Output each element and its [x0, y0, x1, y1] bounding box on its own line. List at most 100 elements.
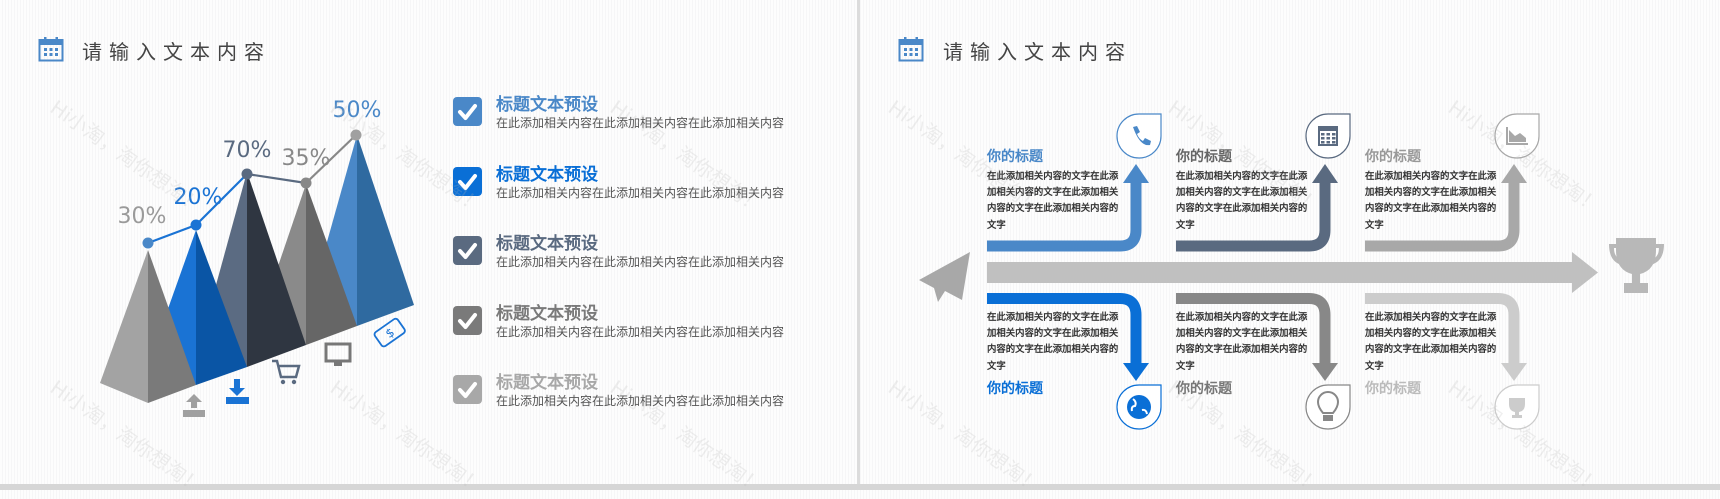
- arrow-head: [1123, 363, 1149, 381]
- text-line: 文字: [987, 360, 1006, 372]
- arrow-head: [1501, 363, 1527, 381]
- lightbulb-icon: [1316, 391, 1340, 421]
- lower-branch-arrow: [1176, 293, 1331, 364]
- trend-dot: [241, 168, 253, 180]
- branch-title: 你的标题: [1365, 381, 1421, 397]
- text-line: 加相关内容的文字在此添加相关: [1365, 328, 1497, 340]
- panel-divider: [857, 0, 860, 490]
- phone-icon: [1133, 126, 1151, 146]
- text-line: 文字: [987, 219, 1006, 231]
- bottom-bar: [0, 484, 1720, 490]
- text-line: 在此添加相关内容的文字在此添: [1365, 171, 1497, 182]
- main-arrow-shaft: [987, 262, 1574, 283]
- text-line: 加相关内容的文字在此添加相关: [987, 328, 1119, 340]
- trophy-icon: [1509, 398, 1525, 418]
- lower-branch-arrow: [1365, 293, 1520, 364]
- percent-label: 50%: [332, 98, 382, 123]
- upper-branch-arrow: [987, 182, 1142, 252]
- branch-text: 在此添加相关内容的文字在此添加相关内容的文字在此添加相关内容的文字在此添加相关内…: [1176, 310, 1307, 375]
- icon-badge: [1116, 384, 1162, 430]
- list-item-desc: 在此添加相关内容在此添加相关内容在此添加相关内容: [496, 255, 785, 269]
- main-arrow-head: [1572, 252, 1598, 293]
- list-item-title: 标题文本预设: [496, 234, 598, 254]
- text-line: 在此添加相关内容的文字在此添: [1365, 312, 1497, 323]
- calendar-icon: [898, 36, 924, 66]
- branch-title: 你的标题: [1365, 149, 1421, 165]
- icon-badge: [1116, 113, 1162, 159]
- icon-badge: [1305, 384, 1351, 430]
- page-title: 请输入文本内容: [82, 40, 271, 64]
- trend-dot: [300, 177, 312, 189]
- icon-badge: [1305, 113, 1351, 159]
- list-item-title: 标题文本预设: [496, 303, 598, 324]
- calendar-icon: [1318, 126, 1338, 146]
- lower-branch-arrow: [987, 293, 1142, 364]
- checkbox[interactable]: [453, 236, 482, 265]
- text-line: 文字: [1176, 360, 1195, 372]
- list-item-title: 标题文本预设: [496, 164, 598, 185]
- list-item-desc: 在此添加相关内容在此添加相关内容在此添加相关内容: [496, 185, 785, 200]
- branch-title: 你的标题: [987, 149, 1043, 165]
- branch-title: 你的标题: [987, 381, 1043, 397]
- pyramid-left-face: [100, 250, 148, 403]
- percent-label: 30%: [117, 204, 167, 229]
- list-item-title: 标题文本预设: [496, 373, 598, 393]
- monitor-icon: [324, 342, 352, 366]
- arrow-head: [1501, 164, 1527, 183]
- percent-label: 20%: [173, 185, 223, 210]
- text-line: 文字: [1176, 219, 1195, 231]
- trend-dot: [350, 129, 362, 141]
- branch-text: 在此添加相关内容的文字在此添加相关内容的文字在此添加相关内容的文字在此添加相关内…: [1365, 310, 1496, 375]
- text-line: 内容的文字在此添加相关内容的: [1176, 344, 1308, 356]
- cart-icon: [272, 359, 301, 385]
- trend-dot: [142, 237, 154, 249]
- arrow-head: [1312, 363, 1338, 381]
- text-line: 在此添加相关内容的文字在此添: [1176, 312, 1308, 323]
- area-chart-icon: [1506, 127, 1528, 145]
- arrow-head: [1312, 164, 1338, 183]
- calendar-icon: [38, 36, 64, 66]
- flow-diagram: [919, 113, 1664, 430]
- branch-text: 在此添加相关内容的文字在此添加相关内容的文字在此添加相关内容的文字在此添加相关内…: [987, 310, 1118, 375]
- trend-line-segment: [246, 172, 307, 185]
- pyramid-right-face: [306, 184, 357, 345]
- text-line: 加相关内容的文字在此添加相关: [1176, 328, 1308, 340]
- branch-text: 在此添加相关内容的文字在此添加相关内容的文字在此添加相关内容的文字在此添加相关内…: [1365, 169, 1496, 234]
- text-line: 加相关内容的文字在此添加相关: [1365, 187, 1497, 199]
- percent-label: 70%: [222, 138, 272, 163]
- trend-line-segment: [305, 134, 357, 184]
- list-item-desc: 在此添加相关内容在此添加相关内容在此添加相关内容: [496, 116, 785, 130]
- branch-title: 你的标题: [1176, 381, 1232, 397]
- text-line: 内容的文字在此添加相关内容的: [987, 344, 1119, 356]
- branch-title: 你的标题: [1176, 149, 1232, 165]
- trend-line-segment: [147, 223, 197, 245]
- pyramid-right-face: [247, 172, 306, 367]
- percent-label: 35%: [281, 146, 331, 171]
- checkbox[interactable]: [453, 97, 482, 126]
- upload-icon: [183, 394, 205, 417]
- text-line: 内容的文字在此添加相关内容的: [1176, 203, 1308, 215]
- upper-branch-arrow: [1176, 182, 1331, 252]
- icon-badge: [1494, 113, 1540, 159]
- arrow-head: [1123, 164, 1149, 183]
- text-line: 内容的文字在此添加相关内容的: [1365, 344, 1497, 356]
- pyramid-right-face: [196, 230, 247, 385]
- upper-branch-arrow: [1365, 182, 1520, 252]
- checkbox[interactable]: [453, 375, 482, 404]
- pyramid-chart: $: [100, 129, 414, 417]
- text-line: 加相关内容的文字在此添加相关: [987, 187, 1119, 199]
- pyramid-right-face: [148, 250, 196, 403]
- text-line: 内容的文字在此添加相关内容的: [1365, 203, 1497, 215]
- branch-text: 在此添加相关内容的文字在此添加相关内容的文字在此添加相关内容的文字在此添加相关内…: [987, 169, 1118, 234]
- branch-text: 在此添加相关内容的文字在此添加相关内容的文字在此添加相关内容的文字在此添加相关内…: [1176, 169, 1307, 234]
- trend-dot: [190, 219, 202, 231]
- checkbox[interactable]: [453, 166, 482, 196]
- download-icon: [226, 379, 249, 404]
- text-line: 内容的文字在此添加相关内容的: [987, 203, 1119, 215]
- trend-line-segment: [195, 173, 248, 226]
- text-line: 文字: [1365, 219, 1384, 231]
- list-item-title: 标题文本预设: [496, 95, 598, 115]
- paper-plane-icon: [919, 252, 970, 302]
- text-line: 在此添加相关内容的文字在此添: [987, 312, 1119, 323]
- checkbox[interactable]: [453, 305, 482, 335]
